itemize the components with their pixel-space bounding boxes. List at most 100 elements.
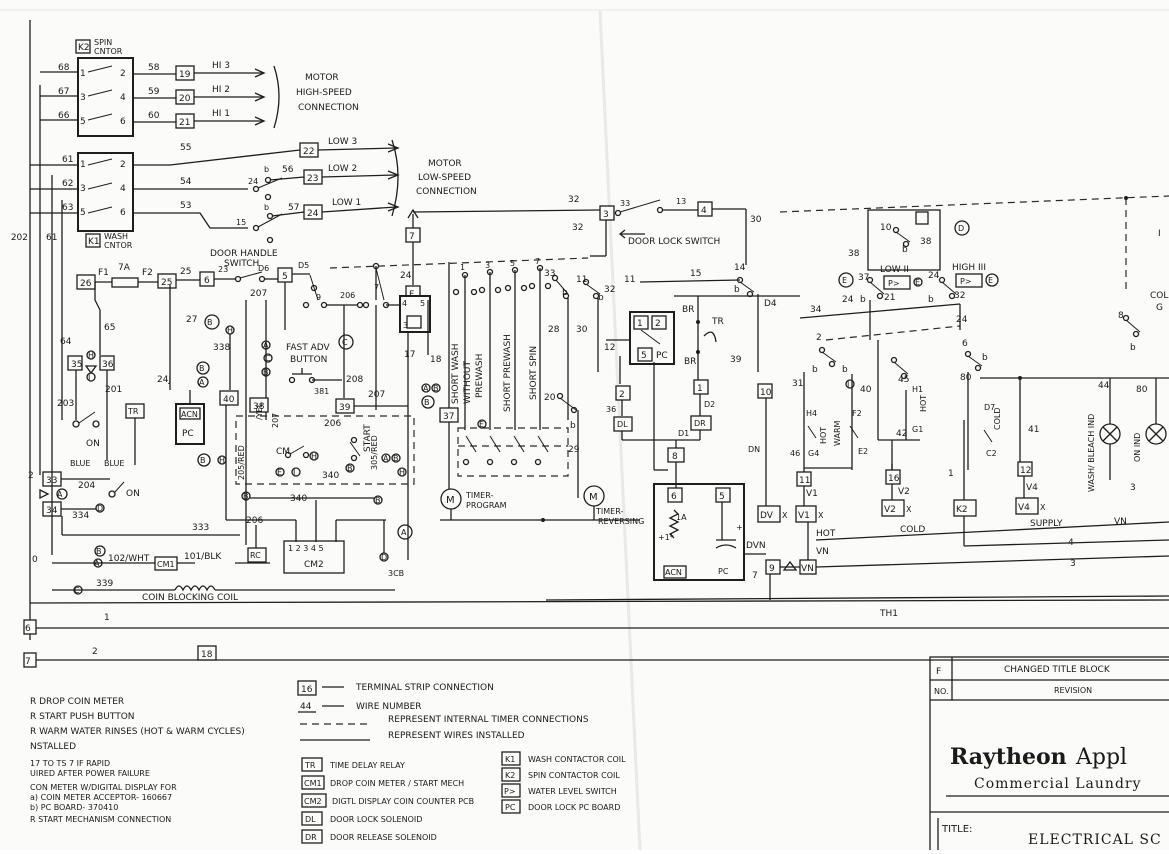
- low3-label: LOW 3: [328, 137, 357, 147]
- dl-box: DL: [617, 420, 628, 429]
- wire-53: 53: [180, 201, 191, 211]
- short-wash-label: SHORT WASH: [451, 343, 461, 404]
- wire-52: 202: [11, 233, 28, 243]
- svg-text:B: B: [199, 364, 205, 373]
- fuse-f1: F1: [98, 268, 109, 278]
- start-label: START: [363, 424, 373, 452]
- legend-code-pc-text: DOOR LOCK PC BOARD: [528, 803, 620, 812]
- terminal-38: 39: [339, 403, 351, 413]
- revision-description: CHANGED TITLE BLOCK: [1004, 665, 1111, 675]
- on-label-top: ON: [86, 439, 100, 449]
- pc-box-1: PC: [182, 429, 194, 439]
- wire-61: 61: [62, 155, 73, 165]
- svg-text:3: 3: [403, 321, 408, 330]
- legend-code-dr-text: DOOR RELEASE SOLENOID: [330, 833, 437, 842]
- wash-bleach-indicator: WASH/ BLEACH IND: [1087, 414, 1096, 492]
- wire-334: 333: [192, 523, 209, 533]
- terminal-10-vn: VN: [801, 564, 814, 574]
- svg-text:D: D: [958, 224, 964, 233]
- svg-text:H: H: [399, 468, 405, 477]
- svg-text:X: X: [906, 505, 912, 514]
- svg-text:b: b: [860, 295, 866, 305]
- terminal-19: 19: [179, 70, 191, 80]
- wire-51: 44: [1098, 381, 1110, 391]
- wire-16: 27: [186, 315, 197, 325]
- svg-text:6: 6: [120, 117, 126, 127]
- wire-32b: 34: [810, 305, 822, 315]
- hot-switch-label-2: HOT: [919, 395, 928, 412]
- short-wash-without: WITHOUT: [463, 361, 473, 404]
- rc-box: RC: [250, 551, 261, 560]
- wire-39: D4: [764, 299, 777, 309]
- svg-text:D7: D7: [984, 403, 995, 412]
- svg-text:38: 38: [920, 237, 932, 247]
- v2-box: V2: [884, 505, 896, 515]
- svg-text:B: B: [433, 384, 439, 393]
- svg-text:2: 2: [120, 69, 126, 79]
- svg-text:I: I: [88, 373, 90, 382]
- wire-201: 203: [57, 399, 74, 409]
- wire-31: 24: [928, 271, 940, 281]
- svg-text:G4: G4: [808, 449, 819, 458]
- svg-text:B: B: [347, 464, 353, 473]
- svg-text:7: 7: [25, 657, 31, 667]
- svg-text:b: b: [734, 285, 740, 295]
- svg-text:9: 9: [316, 293, 321, 302]
- svg-text:7: 7: [752, 571, 758, 581]
- k1-sub: WASH: [104, 232, 128, 241]
- legend-code-p: P>: [504, 787, 516, 796]
- wire-18: 17: [404, 350, 415, 360]
- revision-header: REVISION: [1054, 686, 1092, 695]
- black-wire-label: 101/BLK: [184, 552, 222, 562]
- wire-340: 206: [246, 516, 263, 526]
- svg-text:V2: V2: [898, 487, 910, 497]
- svg-text:I: I: [1158, 229, 1161, 239]
- brand-logo: Raytheon: [950, 744, 1067, 770]
- svg-text:b: b: [842, 365, 848, 375]
- wire-40: 31: [792, 379, 803, 389]
- terminal-8: 8: [672, 452, 678, 462]
- legend-left-2: R START PUSH BUTTON: [30, 712, 135, 722]
- svg-text:b: b: [1130, 343, 1136, 353]
- svg-text:207: 207: [271, 413, 280, 428]
- wire-202: 201: [105, 385, 122, 395]
- svg-text:6: 6: [962, 339, 968, 349]
- legend-code-tr: TR: [304, 761, 316, 770]
- svg-text:E: E: [479, 420, 484, 429]
- wire-203: 204: [78, 481, 95, 491]
- terminal-11: 10: [760, 388, 772, 398]
- pc-board-label: PC: [718, 567, 729, 576]
- 3cb-label: 3CB: [388, 569, 404, 578]
- wire-17: 24: [400, 271, 412, 281]
- wire-65: 65: [104, 323, 115, 333]
- wire-24a: D5: [298, 261, 309, 270]
- svg-text:3: 3: [1070, 559, 1076, 569]
- svg-text:B: B: [207, 318, 213, 327]
- svg-text:5: 5: [80, 117, 86, 127]
- svg-text:5: 5: [510, 259, 515, 268]
- title-label: TITLE:: [941, 824, 972, 835]
- brand-name-rest: Appl: [1075, 745, 1127, 770]
- wire-339: 340: [290, 494, 307, 504]
- svg-text:1: 1: [948, 469, 954, 479]
- cm-label: CM: [276, 447, 290, 457]
- svg-text:b: b: [264, 165, 269, 174]
- wire-54: 54: [180, 177, 192, 187]
- svg-text:B: B: [375, 496, 381, 505]
- wire-41: 45: [898, 375, 909, 385]
- svg-text:C2: C2: [986, 449, 997, 458]
- svg-text:C: C: [265, 354, 271, 363]
- svg-text:b: b: [928, 295, 934, 305]
- legend-code-tr-text: TIME DELAY RELAY: [329, 761, 405, 770]
- wire-55: 55: [180, 143, 191, 153]
- terminal-26: 26: [80, 279, 92, 289]
- acn-box-1: ACN: [181, 410, 198, 419]
- wire-208: 206: [340, 291, 355, 300]
- k1-label: K1: [88, 237, 100, 247]
- svg-text:5: 5: [641, 351, 647, 361]
- fast-adv-sub: BUTTON: [290, 355, 327, 365]
- wire-25: 24J: [157, 375, 171, 385]
- svg-text:24: 24: [842, 295, 854, 305]
- lower-left-runs: 333 B A 102/WHT CM1 101/BLK C 339 COIN B…: [23, 470, 395, 668]
